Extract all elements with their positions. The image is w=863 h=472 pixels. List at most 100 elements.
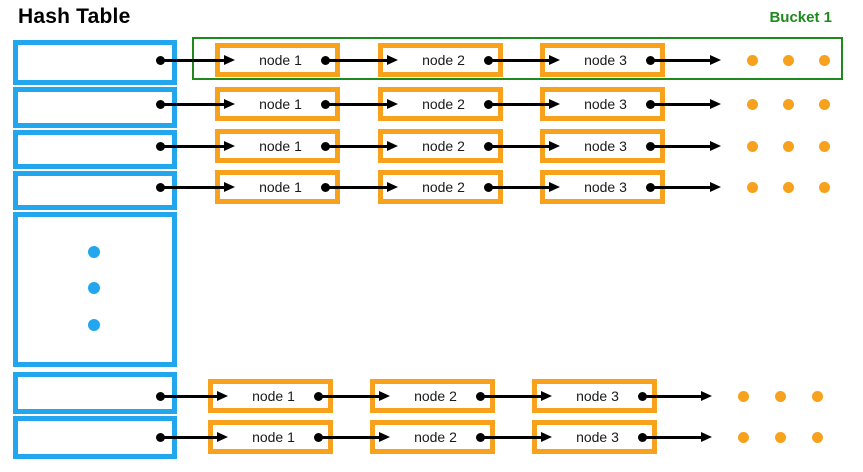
node-to-node-line [325, 103, 387, 106]
node-label: node 2 [422, 52, 465, 68]
node-next-pointer-dot [320, 55, 330, 65]
node-to-node-arrowhead [387, 182, 398, 192]
node-next-pointer-dot [483, 182, 493, 192]
node-to-ellipsis-line [650, 186, 710, 189]
slot-pointer-dot [155, 55, 165, 65]
node-to-ellipsis-line [650, 145, 710, 148]
node-label: node 2 [422, 179, 465, 195]
node-to-node-line [488, 103, 549, 106]
hash-table-slot [13, 171, 177, 210]
node-label: node 1 [259, 179, 302, 195]
node-to-node-arrowhead [387, 141, 398, 151]
slot-to-node1-line [160, 186, 224, 189]
node-label: node 2 [414, 388, 457, 404]
slot-to-node1-line [160, 145, 224, 148]
hash-table-slot [13, 87, 177, 128]
node-to-node-line [318, 395, 379, 398]
node-to-ellipsis-arrowhead [710, 99, 721, 109]
node-next-pointer-dot [645, 141, 655, 151]
hash-table-slot [13, 40, 177, 85]
slot-pointer-dot [155, 432, 165, 442]
table-ellipsis-dot [88, 246, 100, 258]
node-to-ellipsis-line [642, 395, 701, 398]
node-next-pointer-dot [313, 432, 323, 442]
node-next-pointer-dot [475, 391, 485, 401]
node-to-node-line [488, 186, 549, 189]
slot-pointer-dot [155, 182, 165, 192]
chain-ellipsis-dot [782, 140, 794, 152]
node-to-node-line [480, 395, 541, 398]
node-to-node-arrowhead [541, 391, 552, 401]
node-to-ellipsis-line [650, 59, 710, 62]
chain-ellipsis-dot [737, 390, 749, 402]
node-box: node 3 [540, 170, 665, 204]
diagram-title: Hash Table [18, 5, 131, 28]
node-to-node-line [488, 145, 549, 148]
chain-ellipsis-dot [818, 54, 830, 66]
chain-ellipsis-dot [774, 390, 786, 402]
chain-ellipsis-dot [818, 181, 830, 193]
node-to-ellipsis-arrowhead [710, 55, 721, 65]
slot-to-node1-arrowhead [217, 391, 228, 401]
slot-to-node1-line [160, 103, 224, 106]
node-box: node 3 [540, 129, 665, 163]
node-box: node 2 [378, 43, 503, 77]
node-next-pointer-dot [320, 99, 330, 109]
node-to-node-line [325, 59, 387, 62]
node-label: node 1 [252, 388, 295, 404]
slot-pointer-dot [155, 99, 165, 109]
node-to-node-line [325, 145, 387, 148]
slot-to-node1-arrowhead [217, 432, 228, 442]
node-box: node 1 [208, 420, 333, 454]
node-next-pointer-dot [645, 55, 655, 65]
node-label: node 3 [584, 179, 627, 195]
node-label: node 3 [584, 138, 627, 154]
node-to-ellipsis-arrowhead [710, 141, 721, 151]
node-to-node-arrowhead [549, 99, 560, 109]
node-next-pointer-dot [645, 182, 655, 192]
hash-table-slot [13, 416, 177, 459]
node-label: node 1 [259, 96, 302, 112]
node-label: node 1 [259, 52, 302, 68]
node-to-node-arrowhead [379, 391, 390, 401]
bucket1-label: Bucket 1 [769, 9, 832, 26]
chain-ellipsis-dot [774, 431, 786, 443]
chain-ellipsis-dot [746, 54, 758, 66]
slot-to-node1-line [160, 436, 217, 439]
node-box: node 2 [378, 170, 503, 204]
node-to-ellipsis-line [650, 103, 710, 106]
chain-ellipsis-dot [811, 390, 823, 402]
node-next-pointer-dot [645, 99, 655, 109]
chain-ellipsis-dot [746, 181, 758, 193]
chain-ellipsis-dot [818, 98, 830, 110]
node-to-ellipsis-arrowhead [710, 182, 721, 192]
node-to-node-arrowhead [387, 99, 398, 109]
slot-pointer-dot [155, 141, 165, 151]
chain-ellipsis-dot [782, 181, 794, 193]
node-label: node 2 [414, 429, 457, 445]
slot-to-node1-arrowhead [224, 55, 235, 65]
node-label: node 3 [584, 96, 627, 112]
node-next-pointer-dot [313, 391, 323, 401]
slot-to-node1-arrowhead [224, 141, 235, 151]
node-label: node 2 [422, 96, 465, 112]
node-to-node-line [488, 59, 549, 62]
chain-ellipsis-dot [782, 54, 794, 66]
node-to-node-line [318, 436, 379, 439]
chain-ellipsis-dot [746, 98, 758, 110]
chain-ellipsis-dot [782, 98, 794, 110]
slot-pointer-dot [155, 391, 165, 401]
node-label: node 3 [584, 52, 627, 68]
node-to-node-arrowhead [549, 141, 560, 151]
node-label: node 3 [576, 388, 619, 404]
node-to-node-line [325, 186, 387, 189]
node-next-pointer-dot [637, 391, 647, 401]
node-next-pointer-dot [483, 141, 493, 151]
table-ellipsis-dot [88, 282, 100, 294]
node-box: node 1 [215, 129, 340, 163]
chain-ellipsis-dot [818, 140, 830, 152]
node-to-ellipsis-arrowhead [701, 391, 712, 401]
node-to-node-arrowhead [379, 432, 390, 442]
node-to-node-arrowhead [549, 182, 560, 192]
